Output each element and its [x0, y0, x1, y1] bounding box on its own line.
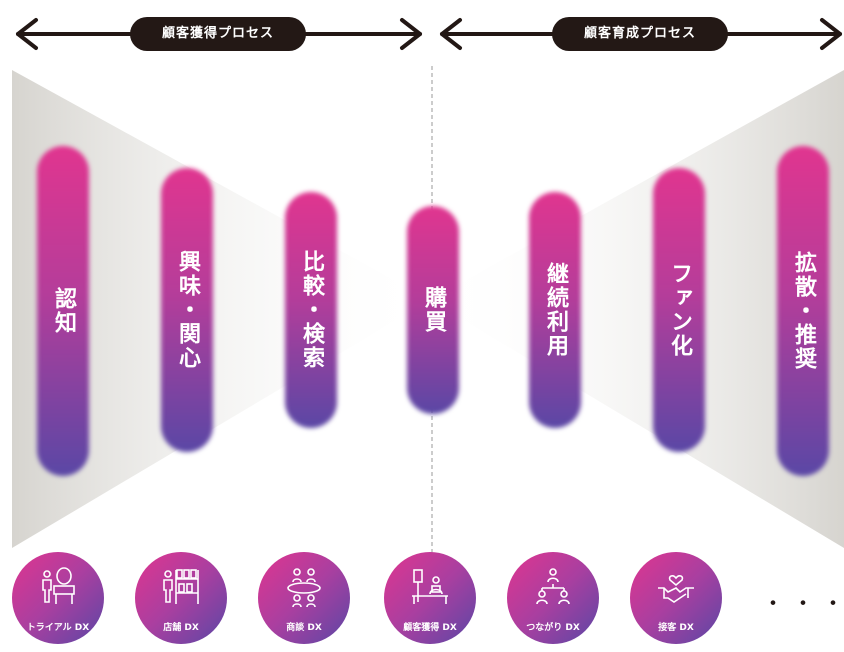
stage-interest-pill: [161, 168, 213, 452]
mirror-person-icon: [42, 567, 75, 604]
handshake-heart-icon: [658, 575, 694, 603]
stage-retention-pill: [529, 192, 581, 428]
stage-retention-label: 継続利用: [543, 262, 568, 358]
dx-acquisition-label: 顧客獲得 DX: [403, 623, 457, 633]
dx-service-circle: 接客 DX: [630, 552, 722, 644]
dx-connection-label: つながり DX: [526, 623, 580, 633]
stage-advocacy-label: 拡散・推奨: [791, 251, 816, 371]
funnel-left: [12, 70, 430, 548]
acquisition-process-label: 顧客獲得プロセス: [130, 17, 306, 51]
stage-compare-pill: [285, 192, 337, 428]
meeting-table-icon: [287, 568, 321, 608]
dx-store-label: 店舗 DX: [163, 623, 199, 633]
stage-advocacy-pill: [777, 146, 829, 476]
stage-awareness-label: 認知: [51, 287, 76, 335]
stage-fan-label: ファン化: [667, 262, 692, 358]
dx-store-circle: 店舗 DX: [135, 552, 227, 644]
stage-fan-pill: [653, 168, 705, 452]
dx-acquisition-circle: 顧客獲得 DX: [384, 552, 476, 644]
counter-person-icon: [412, 569, 448, 604]
dx-trial-label: トライアル DX: [26, 623, 90, 633]
store-shelf-icon: [163, 569, 199, 604]
dx-negotiation-circle: 商談 DX: [258, 552, 350, 644]
network-people-icon: [536, 568, 570, 605]
stage-interest-label: 興味・関心: [175, 250, 200, 370]
stage-compare-label: 比較・検索: [299, 250, 324, 370]
stage-purchase-label: 購買: [421, 286, 446, 334]
dx-negotiation-label: 商談 DX: [286, 623, 322, 633]
stage-awareness-pill: [37, 146, 89, 476]
dx-service-label: 接客 DX: [658, 623, 694, 633]
nurturing-process-label: 顧客育成プロセス: [552, 17, 728, 51]
dx-trial-circle: トライアル DX: [12, 552, 104, 644]
more-ellipsis: ・・・: [762, 592, 844, 617]
stage-purchase-pill: [407, 206, 459, 414]
dx-connection-circle: つながり DX: [507, 552, 599, 644]
funnel-right: [430, 70, 844, 548]
